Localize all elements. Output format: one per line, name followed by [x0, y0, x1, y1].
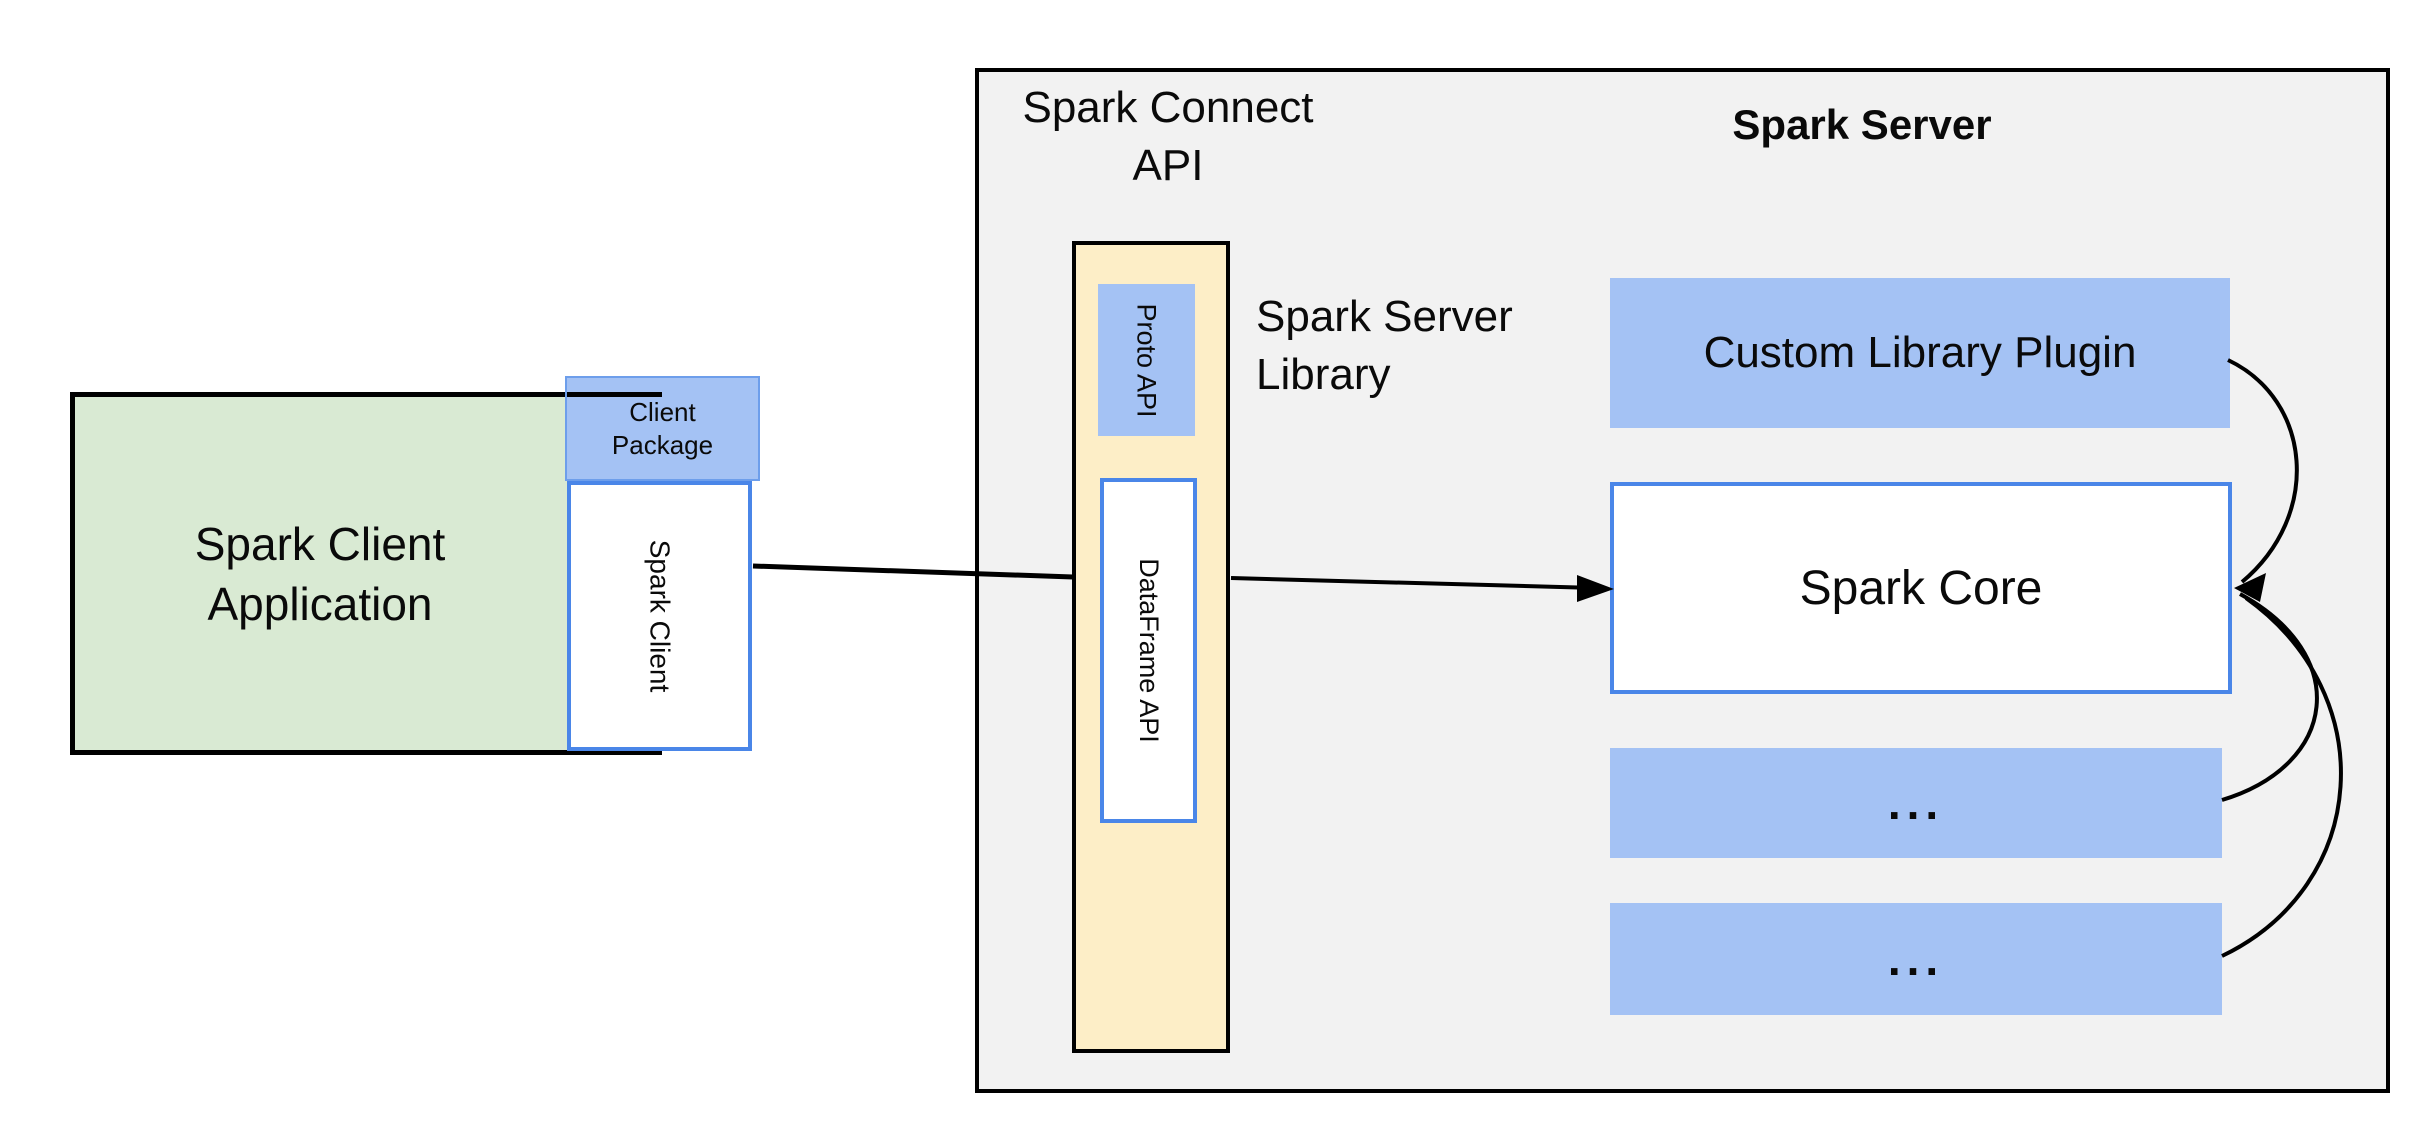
extension-box-2-label: ...: [1887, 933, 1945, 985]
spark-connect-api-title-text: Spark Connect API: [1022, 83, 1314, 190]
proto-api-box: Proto API: [1098, 284, 1195, 436]
extension-box-1: ...: [1610, 748, 2222, 858]
spark-server-title: Spark Server: [1660, 98, 2064, 152]
proto-api-label: Proto API: [1132, 302, 1163, 418]
green-border-overlap-segment: [567, 392, 662, 397]
custom-library-plugin-label: Custom Library Plugin: [1703, 328, 2137, 377]
spark-server-title-text: Spark Server: [1732, 101, 1992, 148]
spark-client-label: Spark Client: [644, 539, 676, 693]
spark-connect-api-title: Spark Connect API: [1008, 72, 1328, 202]
dataframe-api-label: DataFrame API: [1134, 558, 1165, 743]
spark-core-box: Spark Core: [1610, 482, 2232, 694]
spark-client-application-label: Spark Client Application: [194, 517, 446, 630]
spark-client-box: Spark Client: [567, 481, 752, 751]
spark-server-library-label: Spark Server Library: [1256, 288, 1556, 404]
spark-client-application-box: [70, 392, 662, 755]
spark-server-library-label-text: Spark Server Library: [1256, 292, 1513, 399]
spark-core-label: Spark Core: [1799, 561, 2043, 615]
dataframe-api-box: DataFrame API: [1100, 478, 1197, 823]
client-package-label: Client Package: [611, 396, 714, 460]
extension-box-1-label: ...: [1887, 777, 1945, 829]
custom-library-plugin-box: Custom Library Plugin: [1610, 278, 2230, 428]
spark-client-application-label-wrap: Spark Client Application: [90, 392, 550, 755]
extension-box-2: ...: [1610, 903, 2222, 1015]
